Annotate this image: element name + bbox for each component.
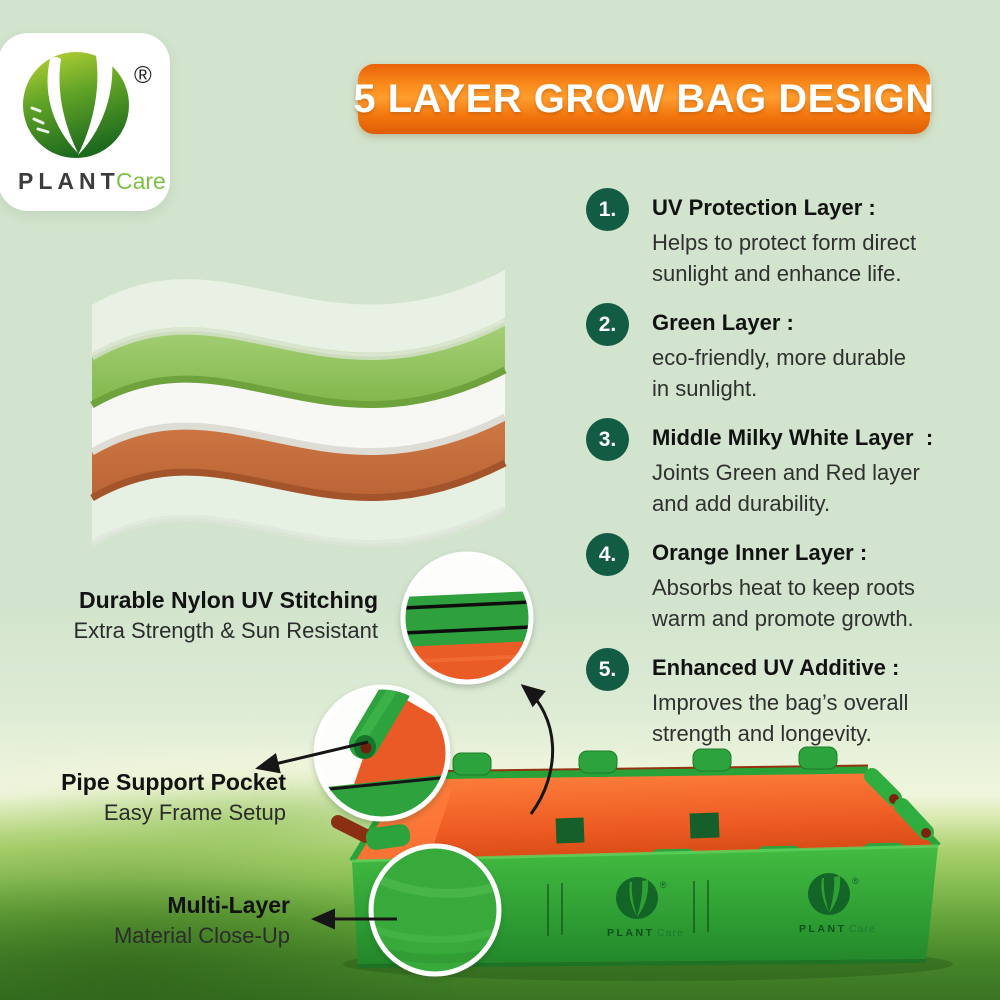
pipe-pocket-callout-subtitle: Easy Frame Setup [103,800,286,825]
bag-interior [352,770,938,861]
bag-brand-print: ® PLANT Care [607,877,684,939]
bag-left-pipe-tube [331,815,373,843]
bag-brand-secondary: Care [849,923,876,935]
pipe-pocket-closeup-circle [313,684,451,822]
bag-drain-square [689,812,720,839]
layer-sheet-top-translucent [92,270,505,357]
step-title: Middle Milky White Layer : [652,425,934,450]
multi-layer-callout: Multi-Layer Material Close-Up [60,891,290,951]
step-title: Enhanced UV Additive : [652,655,900,680]
step-item-1: 1. UV Protection Layer : Helps to protec… [586,188,990,289]
stitching-closeup-circle [400,551,534,685]
material-closeup-circle [368,843,502,977]
pipe-pocket-arrow [255,740,369,774]
stitching-callout: Durable Nylon UV Stitching Extra Strengt… [38,586,379,646]
bag-brand-print: ® PLANT Care [799,873,876,935]
bag-brand-primary: PLANT [799,923,847,935]
stitching-arrow [520,684,555,815]
bag-brand-secondary: Care [657,927,684,939]
pipe-pocket-callout: Pipe Support Pocket Easy Frame Setup [26,768,286,828]
multi-layer-callout-subtitle: Material Close-Up [113,923,290,948]
step-number-badge: 5. [586,648,629,691]
step-title: UV Protection Layer : [652,195,876,220]
leaf-left-icon [47,57,78,153]
bag-registered-mark: ® [660,880,667,890]
plant-care-logo-icon: ® PLANT Care [18,49,166,194]
layer-sheet-bottom-translucent [92,457,505,544]
bag-back-pipe-tabs [452,746,838,776]
leaf-right-icon [78,49,113,155]
layer-stack-illustration [90,270,507,548]
brand-logo-card: ® PLANT Care [0,33,170,211]
step-item-5: 5. Enhanced UV Additive : Improves the b… [586,648,990,749]
step-number-badge: 4. [586,533,629,576]
step-number-badge: 1. [586,188,629,231]
title-banner: 5 LAYER GROW BAG DESIGN [353,64,934,134]
step-title: Orange Inner Layer : [652,540,868,565]
step-number-badge: 3. [586,418,629,461]
stitching-callout-title: Durable Nylon UV Stitching [78,587,378,613]
step-item-4: 4. Orange Inner Layer : Absorbs heat to … [586,533,990,634]
stitching-callout-subtitle: Extra Strength & Sun Resistant [73,618,379,643]
pipe-pocket-callout-title: Pipe Support Pocket [61,769,286,795]
page-title: 5 LAYER GROW BAG DESIGN [353,76,935,121]
step-number-badge: 2. [586,303,629,346]
layer-sheet-green [92,318,505,405]
logo-brand-secondary: Care [116,168,166,194]
multi-layer-callout-title: Multi-Layer [167,892,290,918]
logo-registered-mark: ® [134,62,152,89]
step-title: Green Layer : [652,310,794,335]
bag-registered-mark: ® [852,876,859,886]
step-item-3: 3. Middle Milky White Layer : Joints Gre… [586,418,990,519]
logo-brand-primary: PLANT [18,168,120,194]
bag-stitch-marks [547,880,709,936]
layer-sheet-white [92,365,505,452]
layer-sheet-orange [92,411,505,498]
step-item-2: 2. Green Layer : eco-friendly, more dura… [586,303,990,404]
bag-brand-primary: PLANT [607,927,655,939]
bag-drain-square [555,817,585,844]
